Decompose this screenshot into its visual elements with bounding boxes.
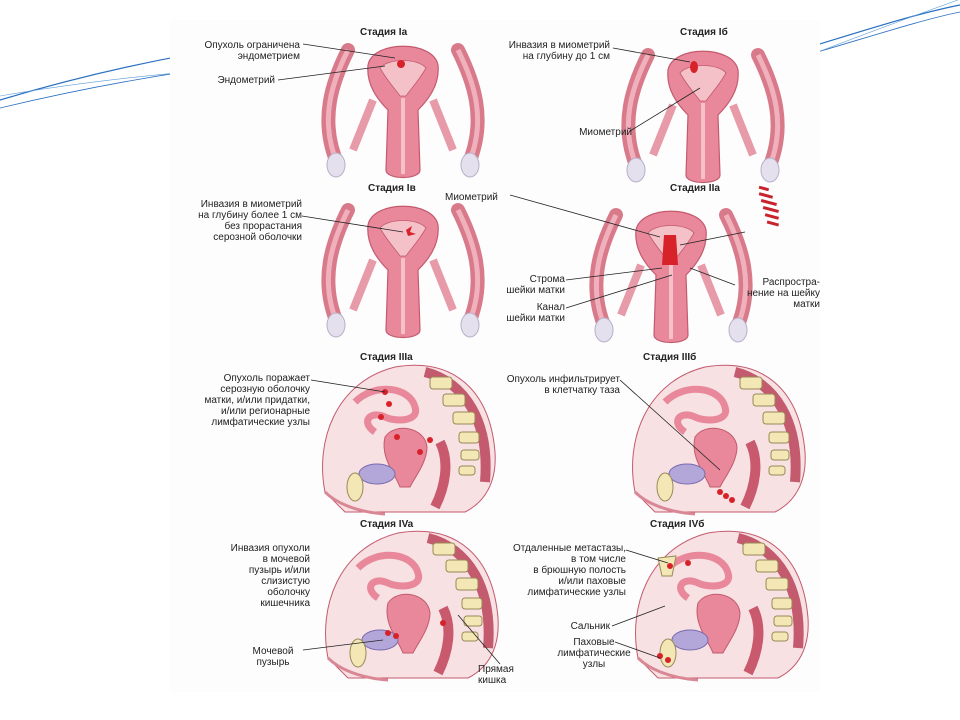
label-inguinal-nodes: Паховые лимфатические узлы: [557, 637, 631, 670]
label-pelvic-infiltration: Опухоль инфильтрирует в клетчатку таза: [506, 374, 620, 396]
stage-title-4a: Стадия IVa: [360, 519, 414, 530]
label-distant-metastases: Отдаленные метастазы, в том числе в брюш…: [513, 543, 626, 598]
uterus-figure-1a: [318, 40, 488, 180]
uterus-figure-2a: [586, 205, 756, 345]
label-omentum: Сальник: [570, 621, 610, 632]
label-cervical-stroma: Строма шейки матки: [506, 274, 565, 296]
tumor-mark: [690, 61, 698, 73]
uterus-figure-1c: [318, 200, 488, 340]
label-cervix-spread: Распростра- нение на шейку матки: [746, 277, 820, 310]
label-myometrium-1b: Миометрий: [579, 127, 632, 138]
stage-title-3a: Стадия IIIa: [360, 352, 413, 363]
label-serosa-involvement: Опухоль поражает серозную оболочку матки…: [204, 373, 310, 428]
label-bladder: Мочевой пузырь: [252, 646, 294, 668]
label-tumor-endometrium: Опухоль ограничена эндометрием: [204, 40, 300, 62]
label-endometrium: Эндометрий: [217, 75, 275, 86]
stage-title-2a: Стадия IIa: [670, 183, 720, 194]
tumor-mark: [397, 60, 405, 68]
stage-title-3b: Стадия IIIб: [643, 352, 697, 363]
stage-title-1b: Стадия Iб: [680, 27, 728, 38]
uterus-figure-1b: [618, 45, 788, 185]
stage-title-4b: Стадия IVб: [650, 519, 705, 530]
stage-title-1a: Стадия Ia: [360, 27, 408, 38]
stage-title-1c: Стадия Iв: [368, 183, 416, 194]
label-rectum: Прямая кишка: [478, 664, 514, 686]
pelvis-figure-3a: [315, 362, 505, 522]
cervix-spread-inset: [758, 185, 780, 227]
tumor-mark: [406, 226, 416, 236]
pelvis-figure-4a: [318, 528, 508, 688]
label-bladder-bowel-invasion: Инвазия опухоли в мочевой пузырь и/или с…: [230, 543, 310, 609]
label-myometrium-2a: Миометрий: [445, 192, 498, 203]
label-invasion-more-1cm: Инвазия в миометрий на глубину более 1 с…: [198, 199, 302, 243]
label-invasion-1cm: Инвазия в миометрий на глубину до 1 см: [508, 40, 610, 62]
tumor-mark: [662, 235, 678, 265]
pelvis-figure-3b: [625, 362, 815, 522]
label-cervical-canal: Канал шейки матки: [506, 302, 565, 324]
